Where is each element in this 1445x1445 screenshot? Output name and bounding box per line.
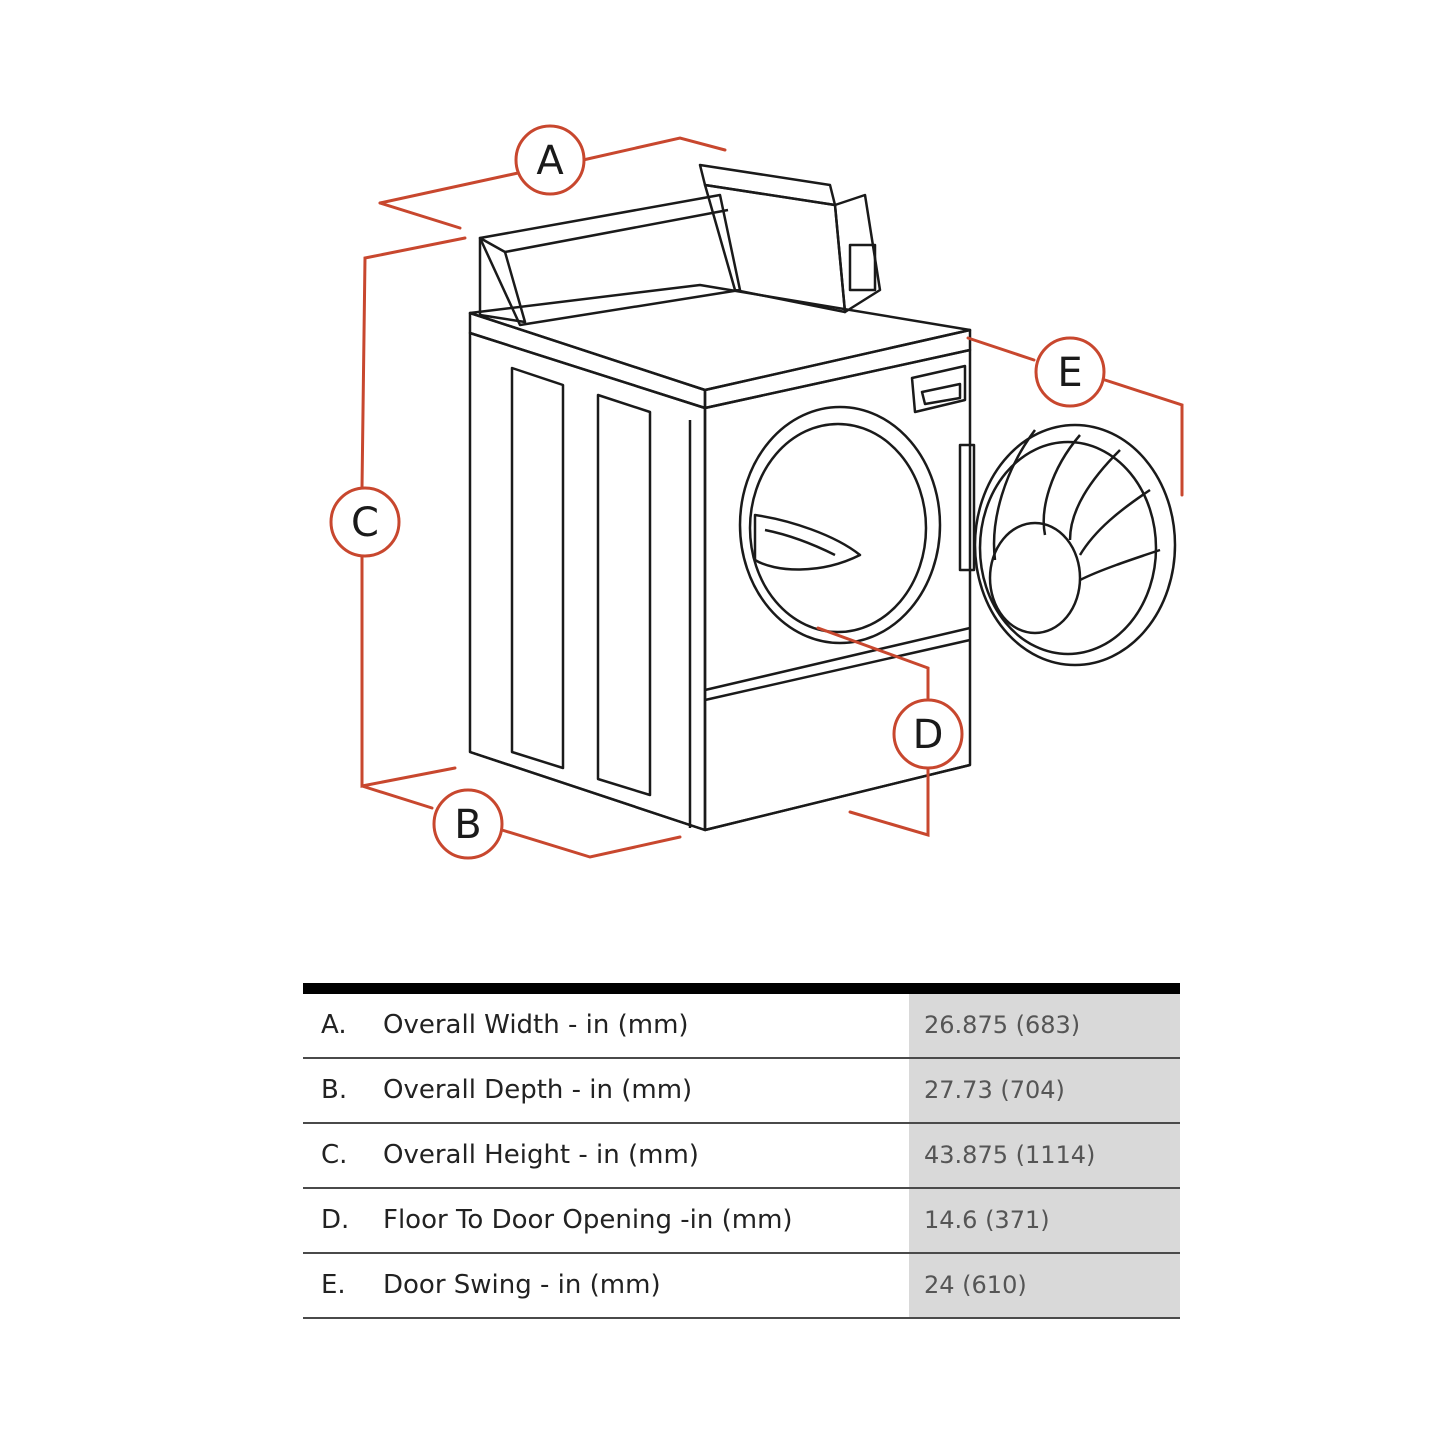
row-value: 14.6 (371) (909, 1189, 1180, 1252)
marker-c-label: C (351, 500, 379, 546)
row-value: 43.875 (1114) (909, 1124, 1180, 1187)
table-row: B. Overall Depth - in (mm) 27.73 (704) (303, 1059, 1180, 1124)
marker-b: B (432, 788, 504, 860)
table-row: E. Door Swing - in (mm) 24 (610) (303, 1254, 1180, 1319)
marker-e-label: E (1057, 350, 1082, 396)
dimension-lines (360, 136, 1184, 859)
row-letter: A. (321, 1010, 347, 1040)
table-row: D. Floor To Door Opening -in (mm) 14.6 (… (303, 1189, 1180, 1254)
row-value: 24 (610) (909, 1254, 1180, 1317)
table-row: C. Overall Height - in (mm) 43.875 (1114… (303, 1124, 1180, 1189)
row-letter: E. (321, 1270, 346, 1300)
marker-c: C (329, 486, 401, 558)
row-letter: B. (321, 1075, 348, 1105)
table-row: A. Overall Width - in (mm) 26.875 (683) (303, 994, 1180, 1059)
dimensions-table: A. Overall Width - in (mm) 26.875 (683) … (303, 983, 1180, 1319)
marker-d: D (892, 698, 964, 770)
marker-d-label: D (913, 712, 944, 758)
row-letter: D. (321, 1205, 350, 1235)
row-label: Overall Width - in (mm) (383, 1010, 689, 1040)
row-label: Floor To Door Opening -in (mm) (383, 1205, 793, 1235)
marker-a-label: A (536, 138, 564, 184)
row-value: 27.73 (704) (909, 1059, 1180, 1122)
row-value: 26.875 (683) (909, 994, 1180, 1057)
dryer-outline (468, 163, 1177, 832)
row-letter: C. (321, 1140, 348, 1170)
dimension-markers: A C B D E (329, 124, 1106, 860)
dryer-dimension-diagram: A C B D E (329, 124, 1184, 860)
row-label: Overall Height - in (mm) (383, 1140, 699, 1170)
marker-a: A (514, 124, 586, 196)
marker-e: E (1034, 336, 1106, 408)
marker-b-label: B (454, 802, 481, 848)
row-label: Door Swing - in (mm) (383, 1270, 661, 1300)
row-label: Overall Depth - in (mm) (383, 1075, 693, 1105)
